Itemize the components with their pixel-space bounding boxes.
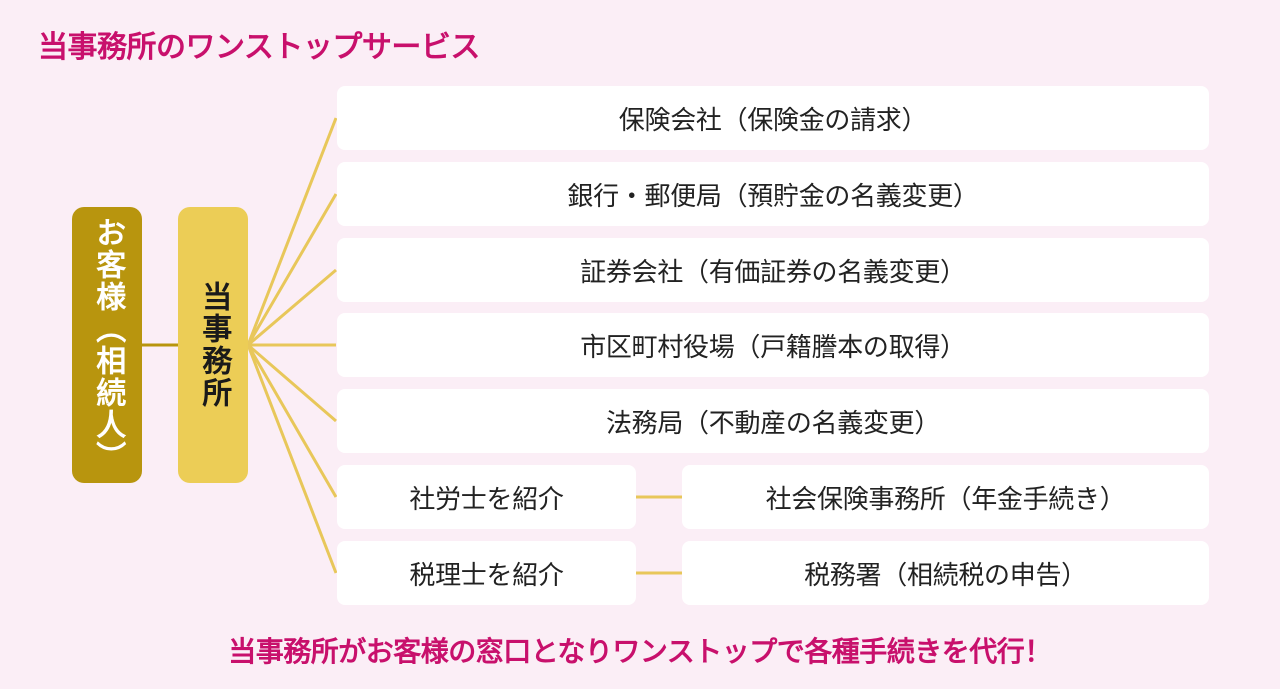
office-box: 当事務所: [178, 207, 248, 483]
office-label: 当事務所: [196, 281, 232, 409]
service-box-social-insurance: 社会保険事務所（年金手続き）: [682, 465, 1209, 529]
fan-line-5: [247, 343, 337, 423]
service-box-insurance: 保険会社（保険金の請求）: [337, 86, 1209, 150]
service-box-securities: 証券会社（有価証券の名義変更）: [337, 238, 1209, 302]
fan-line-1: [246, 117, 338, 346]
fan-line-2: [246, 193, 338, 346]
service-box-legal-affairs: 法務局（不動産の名義変更）: [337, 389, 1209, 453]
referral-box-tax-accountant: 税理士を紹介: [337, 541, 636, 605]
page-title: 当事務所のワンストップサービス: [38, 30, 480, 65]
service-box-bank: 銀行・郵便局（預貯金の名義変更）: [337, 162, 1209, 226]
customer-box: お客様（相続人）: [72, 207, 142, 483]
footer-tagline: 当事務所がお客様の窓口となりワンストップで各種手続きを代行！: [228, 635, 1052, 668]
service-box-municipal: 市区町村役場（戸籍謄本の取得）: [337, 313, 1209, 377]
fan-line-7: [246, 344, 338, 574]
referral-box-labor-consultant: 社労士を紹介: [337, 465, 636, 529]
fan-line-3: [247, 268, 337, 347]
service-box-tax-office: 税務署（相続税の申告）: [682, 541, 1209, 605]
customer-label: お客様（相続人）: [90, 217, 126, 473]
fan-line-6: [246, 344, 338, 498]
